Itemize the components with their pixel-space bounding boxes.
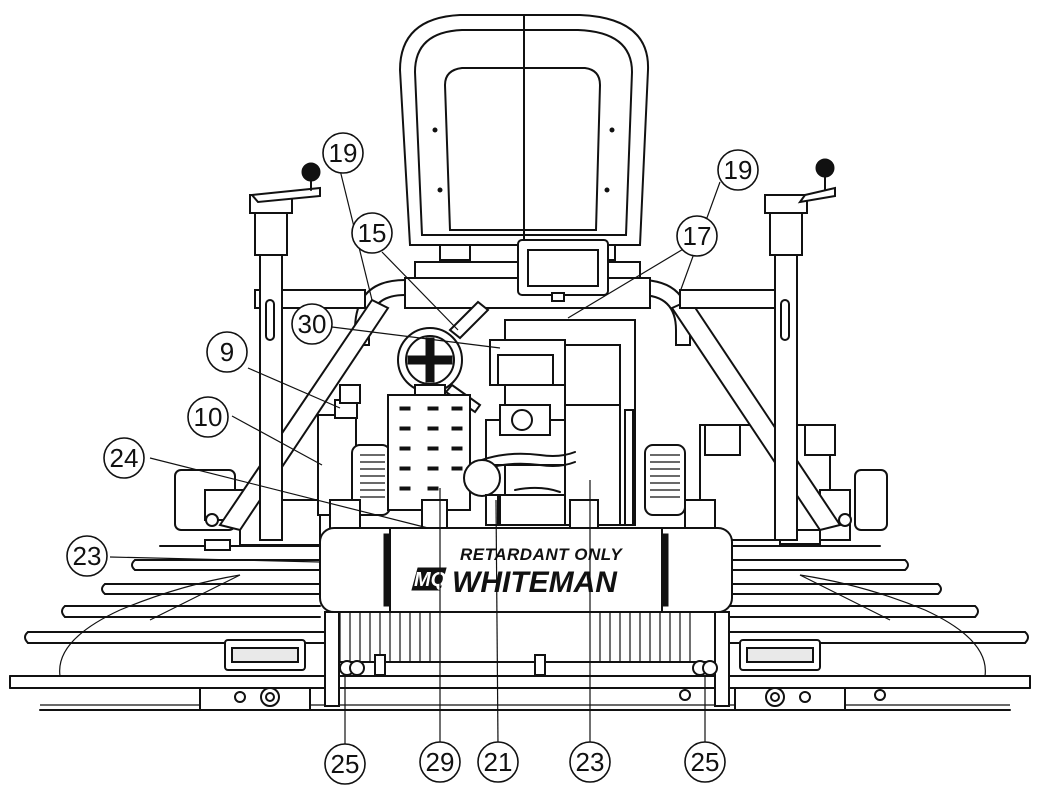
callout-21: 21 [477,741,519,783]
callout-30-label: 30 [298,309,327,339]
display-unit [517,239,609,302]
callout-17: 17 [676,215,718,257]
callout-23-bottom-label: 23 [576,747,605,777]
callout-25-right-label: 25 [691,747,720,777]
perforated-cover [387,394,471,511]
callout-10-label: 10 [194,402,223,432]
callout-23-left-label: 23 [73,541,102,571]
callout-25-left-label: 25 [331,749,360,779]
callout-25-right: 25 [684,741,726,783]
right-vent-panel [644,444,686,516]
callout-23-bottom: 23 [569,741,611,783]
tank-caption: RETARDANT ONLY [460,545,623,564]
left-blade-housing [174,469,321,551]
lower-drive-assembly [199,611,886,711]
callout-21-label: 21 [484,747,513,777]
callout-9-label: 9 [220,337,234,367]
callout-15: 15 [351,212,393,254]
left-steering-lever [249,162,321,541]
air-filter [397,300,490,414]
callout-29: 29 [419,741,461,783]
fuel-tank [317,384,391,516]
callout-10: 10 [187,396,229,438]
callout-25-left: 25 [324,743,366,785]
logo-mark: MQ [414,569,447,591]
callout-30: 30 [291,303,333,345]
callout-19-left-label: 19 [329,138,358,168]
brand-name: WHITEMAN [452,566,618,599]
callout-17-label: 17 [683,221,712,251]
callout-23-left: 23 [66,535,108,577]
right-steering-lever [764,158,836,541]
callout-9: 9 [206,331,248,373]
callout-19-right: 19 [717,149,759,191]
callout-24-label: 24 [110,443,139,473]
fuel-filter [463,459,501,526]
callout-24: 24 [103,437,145,479]
trowel-blade-rings [9,545,1031,711]
callout-19-right-label: 19 [724,155,753,185]
callout-29-label: 29 [426,747,455,777]
engine [469,319,636,526]
callout-15-label: 15 [358,218,387,248]
callout-19-left: 19 [322,132,364,174]
